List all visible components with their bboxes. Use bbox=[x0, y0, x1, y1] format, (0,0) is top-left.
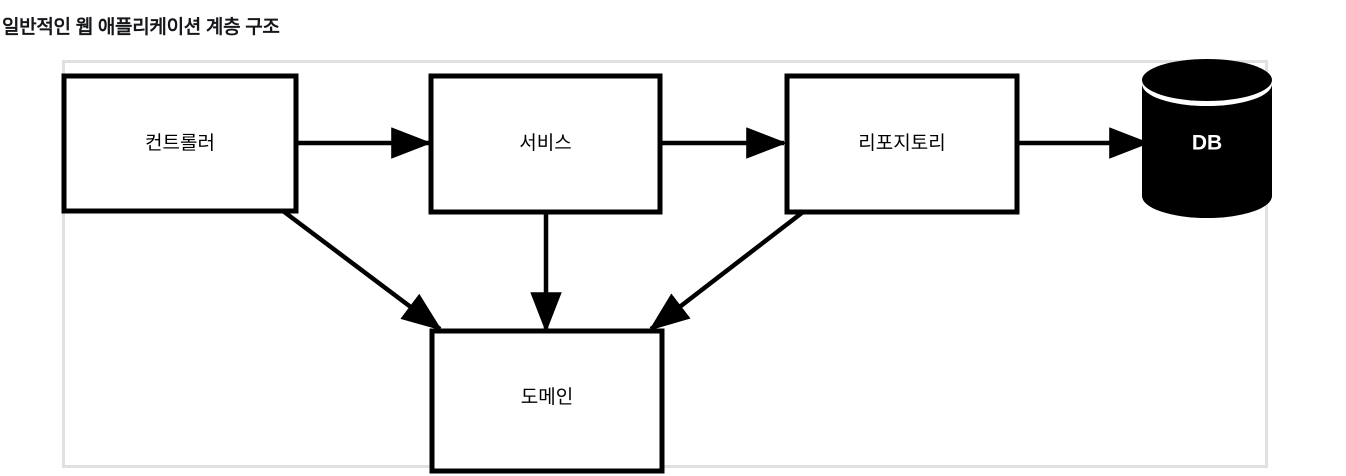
controller-box bbox=[61, 73, 299, 214]
service-box bbox=[428, 73, 663, 215]
repository-box bbox=[784, 73, 1020, 215]
page-title: 일반적인 웹 애플리케이션 계층 구조 bbox=[2, 17, 280, 38]
database-cylinder-top bbox=[1142, 59, 1272, 101]
node-database[interactable]: DB bbox=[1142, 59, 1272, 218]
database-label: DB bbox=[1192, 132, 1222, 155]
edge-repository-to-domain bbox=[648, 210, 805, 331]
repository-label: 리포지토리 bbox=[858, 132, 945, 154]
node-repository[interactable]: 리포지토리 bbox=[784, 73, 1020, 215]
node-controller[interactable]: 컨트롤러 bbox=[61, 73, 299, 214]
node-domain[interactable]: 도메인 bbox=[429, 328, 665, 474]
node-service[interactable]: 서비스 bbox=[428, 73, 663, 215]
service-label: 서비스 bbox=[519, 132, 571, 154]
database-cylinder-body bbox=[1142, 83, 1272, 218]
edge-controller-to-domain bbox=[281, 209, 443, 331]
controller-label: 컨트롤러 bbox=[145, 132, 215, 154]
domain-box bbox=[429, 328, 665, 474]
domain-label: 도메인 bbox=[521, 386, 573, 408]
